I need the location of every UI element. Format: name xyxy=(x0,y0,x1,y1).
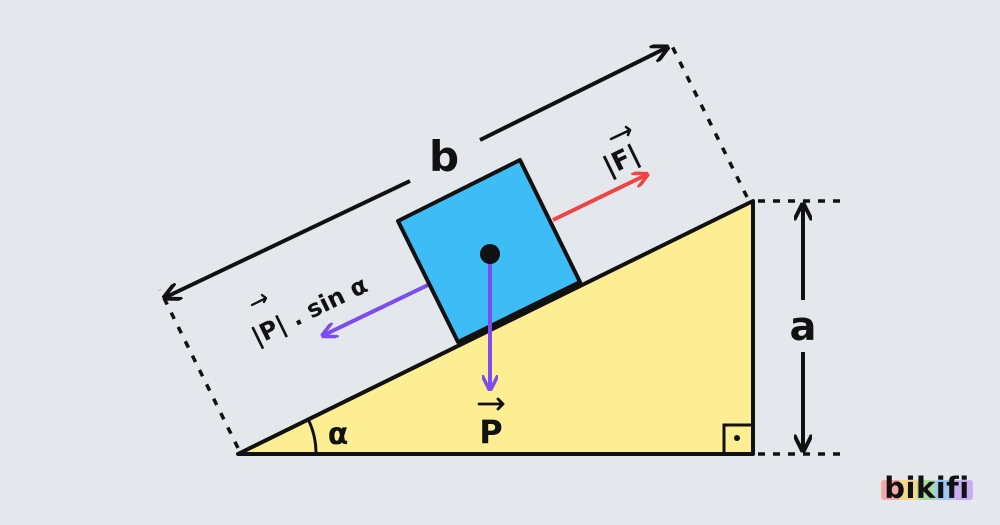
component-label: |P| . sin α xyxy=(247,271,372,351)
right-angle-marker-icon xyxy=(722,423,753,454)
side-a-label: a xyxy=(790,304,817,350)
force-f-vector-arrow-icon xyxy=(609,125,632,141)
b-dimension-arrow-right xyxy=(479,48,666,142)
angle-arc xyxy=(306,418,318,455)
incline-triangle xyxy=(236,199,755,456)
b-dimension-arrow-left xyxy=(166,179,411,297)
bikifi-logo-icon xyxy=(881,480,973,500)
component-vector-arrow-icon xyxy=(250,293,268,307)
center-of-mass-dot xyxy=(480,244,500,264)
weight-p-label: P xyxy=(479,413,502,451)
angle-label: α xyxy=(328,417,349,452)
side-b-label: b xyxy=(429,132,459,181)
b-extension-left xyxy=(158,289,240,449)
component-arrow xyxy=(324,283,429,335)
force-f-arrow xyxy=(552,175,646,222)
weight-p-vector-arrow-icon xyxy=(477,397,505,411)
force-f-label: |F| xyxy=(598,139,644,182)
logo-text: bikifi xyxy=(884,471,969,505)
b-extension-right xyxy=(668,41,749,198)
